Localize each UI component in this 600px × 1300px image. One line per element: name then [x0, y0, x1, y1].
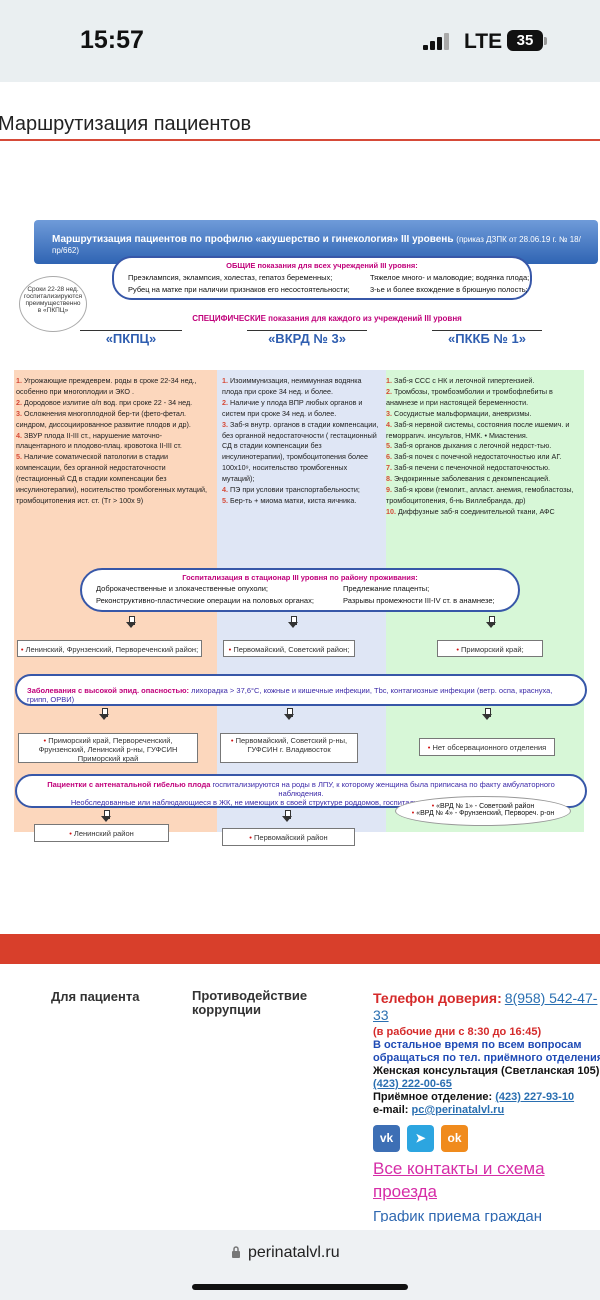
page-title: Маршрутизация пациентов [0, 113, 252, 135]
indication-item: 2. Дородовое излитие о/п вод. при сроке … [16, 397, 193, 407]
indication-item: 3. Заб-я внутр. органов в стадии компенс… [222, 419, 379, 484]
arrow-icon [101, 810, 111, 822]
indication-item: 9. Заб-я крови (гемолит., апласт. анемия… [386, 485, 574, 505]
lock-icon [232, 1246, 240, 1258]
indication-item: 1. Изоиммунизация, неиммунная водянка пл… [222, 376, 362, 396]
pkpc-indications: 1. Угрожающие преждеврем. роды в сроке 2… [16, 376, 208, 507]
antenatal-banner: Пациентки с антенатальной гибелью плода … [15, 774, 587, 808]
arrow-icon [482, 708, 492, 720]
signal-icon [423, 32, 451, 50]
district-box-c: • Приморский край; [437, 640, 543, 657]
social-links: vk ➤ ok [373, 1125, 600, 1152]
indication-item: 1. Угрожающие преждеврем. роды в сроке 2… [16, 376, 197, 396]
column-head-vkrd: «ВКРД № 3» [247, 330, 367, 360]
epidemic-banner: Заболевания с высокой эпид. опасностью: … [15, 674, 587, 706]
general-indications: ОБЩИЕ показания для всех учреждений III … [112, 256, 532, 300]
indication-item: 2. Тромбозы, тромбоэмболии и тромбофлеби… [386, 386, 553, 407]
indication-item: 3. Осложнения многоплодной бер-ти (фето-… [16, 408, 191, 429]
battery-tip [544, 37, 547, 45]
arrow-icon [126, 616, 136, 628]
indication-item: 5. Наличие соматической патологии в стад… [16, 452, 208, 505]
indication-item: 6. Заб-я почек с почечной недостаточност… [386, 452, 562, 462]
residence-hospitalization: Госпитализация в стационар III уровня по… [80, 568, 520, 612]
indication-item: 10. Диффузные заб-я соединительной ткани… [386, 506, 555, 516]
specific-title: СПЕЦИФИЧЕСКИЕ показания для каждого из у… [192, 314, 462, 323]
corruption-link[interactable]: Противодействие коррупции [192, 988, 308, 1017]
epidemic-box-a: • Приморский край, Первореченский, Фрунз… [18, 733, 198, 763]
home-indicator[interactable] [192, 1284, 408, 1290]
arrow-icon [282, 810, 292, 822]
contacts-block: Телефон доверия: 8(958) 542-47-33 (в раб… [373, 990, 600, 1222]
telegram-icon[interactable]: ➤ [407, 1125, 434, 1152]
indication-item: 4. Заб-я нервной системы, состояния посл… [386, 419, 570, 440]
all-contacts-link[interactable]: Все контакты и схема проезда [373, 1159, 545, 1201]
hotline-label: Телефон доверия: [373, 990, 502, 1006]
schedule-link[interactable]: График приема граждан [373, 1210, 542, 1222]
indication-item: 5. Заб-я органов дыхания с легочной недо… [386, 441, 552, 451]
pkkb-indications: 1. Заб-я ССС с НК и легочной гипертензие… [386, 376, 582, 518]
epidemic-box-c: • Нет обсервационного отделения [419, 738, 555, 756]
consultation-text: Женская консультация (Светланская 105): [373, 1065, 600, 1077]
district-box-a: • Ленинский, Фрунзенский, Первореченский… [17, 640, 202, 657]
workdays-text: (в рабочие дни с 8:30 до 16:45) [373, 1026, 542, 1038]
vk-icon[interactable]: vk [373, 1125, 400, 1152]
hotline-number-link[interactable]: 8(958) 542-47-33 [373, 990, 598, 1023]
footer-red-bar [0, 934, 600, 964]
status-bar: 15:57 LTE 35 [0, 0, 600, 82]
consultation-phone-link[interactable]: (423) 222-00-65 [373, 1078, 452, 1090]
indication-item: 4. ЗВУР плода II-III ст., нарушение мато… [16, 430, 182, 451]
reception-phone-link[interactable]: (423) 227-93-10 [495, 1091, 575, 1103]
indication-item: 5. Бер-ть + миома матки, киста яичника. [222, 495, 357, 505]
final-box-b: • Первомайский район [222, 828, 355, 846]
indication-item: 7. Заб-я печени с печеночной недостаточн… [386, 463, 551, 473]
indication-item: 8. Эндокринные заболевания с декомпенсац… [386, 474, 551, 484]
clock: 15:57 [80, 26, 144, 54]
district-box-b: • Первомайский, Советский район; [223, 640, 355, 657]
column-head-pkkb: «ПККБ № 1» [432, 330, 542, 360]
other-time-text: В остальное время по всем вопросам обращ… [373, 1039, 600, 1064]
epidemic-box-b: • Первомайский, Советский р-ны, ГУФСИН г… [220, 733, 358, 763]
battery-icon: 35 [507, 30, 543, 51]
indication-item: 3. Сосудистые мальформации, аневризмы. [386, 408, 532, 418]
final-box-a: • Ленинский район [34, 824, 169, 842]
column-head-pkpc: «ПКПЦ» [80, 330, 182, 360]
arrow-icon [486, 616, 496, 628]
indication-item: 4. ПЭ при условии транспортабельности; [222, 485, 360, 495]
routing-infographic: Маршрутизация пациентов по профилю «акуш… [12, 218, 598, 863]
arrow-icon [288, 616, 298, 628]
email-link[interactable]: pc@perinatalvl.ru [411, 1104, 505, 1116]
title-divider [0, 139, 600, 141]
arrow-icon [284, 708, 294, 720]
indication-item: 1. Заб-я ССС с НК и легочной гипертензие… [386, 376, 535, 385]
address-bar-url[interactable]: perinatalvl.ru [248, 1244, 340, 1261]
network-label: LTE [464, 30, 503, 53]
gestation-note: Сроки 22-28 нед. госпитализируются преим… [19, 276, 87, 332]
arrow-icon [99, 708, 109, 720]
indication-item: 2. Наличие у плода ВПР любых органов и с… [222, 397, 363, 418]
final-box-c: • «ВРД № 1» - Советский район• «ВРД № 4»… [395, 796, 571, 826]
vkrd-indications: 1. Изоиммунизация, неиммунная водянка пл… [222, 376, 380, 507]
browser-bottom-bar: perinatalvl.ru [0, 1230, 600, 1300]
odnoklassniki-icon[interactable]: ok [441, 1125, 468, 1152]
patient-link[interactable]: Для пациента [51, 989, 140, 1004]
